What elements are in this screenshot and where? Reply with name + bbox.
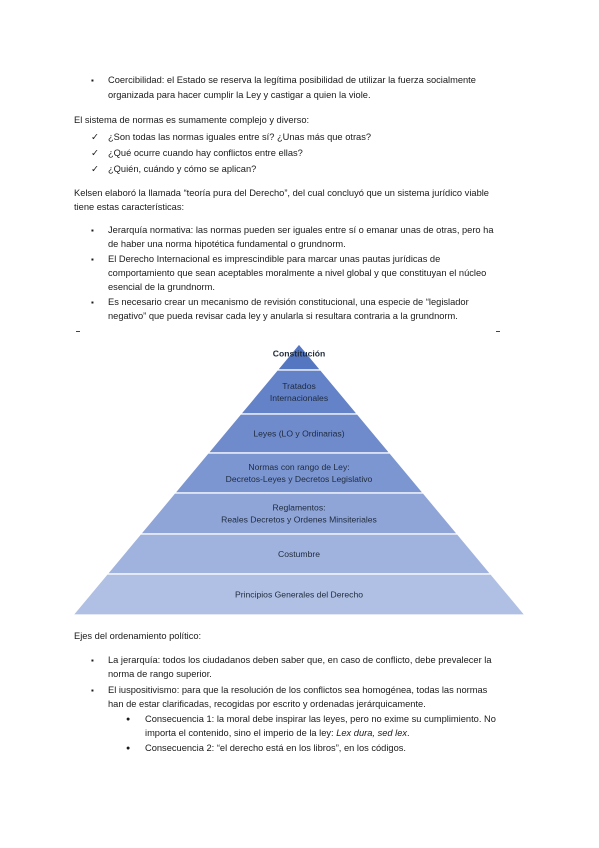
dot-bullet: ● [126, 745, 131, 752]
question-3: ¿Quién, cuándo y cómo se aplican? [108, 164, 257, 174]
derecho-internacional-text: El Derecho Internacional es imprescindib… [108, 254, 441, 264]
derecho-internacional-text-3: esencial de la grundnorm. [108, 282, 215, 292]
ejes-title: Ejes del ordenamiento político: [74, 631, 202, 641]
pyramid-level-5-label: Reglamentos: [272, 503, 325, 513]
check-icon: ✓ [91, 164, 99, 175]
jerarquia-text-cont: de haber una norma hipotética fundamenta… [108, 239, 346, 249]
bullet-marker: ▪ [91, 255, 94, 264]
consecuencia-1-period: . [407, 728, 410, 738]
question-1: ¿Son todas las normas iguales entre sí? … [108, 132, 372, 142]
lex-dura-italic: Lex dura, sed lex [336, 728, 408, 738]
kelsen-intro-cont: tiene estas características: [74, 202, 185, 212]
pyramid-level-3-label: Leyes (LO y Ordinarias) [253, 429, 344, 439]
pyramid-level-2-label: Internacionales [270, 393, 328, 403]
consecuencia-2-text: Consecuencia 2: “el derecho está en los … [145, 743, 406, 753]
pyramid-level-4 [173, 452, 425, 494]
pyramid-level-2-label: Tratados [282, 381, 316, 391]
iuspositivismo-text-cont: han de estar clarificadas, recogidas por… [108, 699, 426, 709]
separator-mark-right [496, 331, 500, 332]
coercibilidad-text: Coercibilidad: el Estado se reserva la l… [108, 75, 476, 85]
revision-text: Es necesario crear un mecanismo de revis… [108, 297, 469, 307]
jerarquia-text: Jerarquía normativa: las normas pueden s… [108, 225, 494, 235]
pyramid-level-7 [71, 573, 527, 616]
pyramid-level-4-label: Decretos-Leyes y Decretos Legislativo [226, 474, 373, 484]
pyramid-level-2 [239, 369, 359, 415]
pyramid-level-1-label: Constitución [273, 349, 326, 359]
question-2: ¿Qué ocurre cuando hay conflictos entre … [108, 148, 303, 158]
bullet-marker: ▪ [91, 686, 94, 695]
derecho-internacional-text-2: comportamiento que sean aceptables moral… [108, 268, 487, 278]
jerarquia-eje-text: La jerarquía: todos los ciudadanos deben… [108, 655, 492, 665]
pyramid-level-6-label: Costumbre [278, 549, 320, 559]
dot-bullet: ● [126, 716, 131, 723]
pyramid-level-5-label: Reales Decretos y Ordenes Minsiteriales [221, 515, 377, 525]
check-icon: ✓ [91, 132, 99, 143]
bullet-marker: ▪ [91, 226, 94, 235]
pyramid-level-5 [139, 492, 459, 535]
pyramid-level-4-label: Normas con rango de Ley: [248, 462, 349, 472]
revision-text-cont: negativo” que pueda revisar cada ley y a… [108, 311, 458, 321]
check-icon: ✓ [91, 148, 99, 159]
consecuencia-1-text: Consecuencia 1: la moral debe inspirar l… [145, 714, 496, 724]
separator-mark-left [76, 331, 80, 332]
consecuencia-1-text-cont: importa el contenido, sino el imperio de… [145, 727, 410, 740]
sistema-intro: El sistema de normas es sumamente comple… [74, 115, 310, 125]
iuspositivismo-text: El iuspositivismo: para que la resolució… [108, 685, 488, 695]
pyramid-level-7-label: Principios Generales del Derecho [235, 590, 363, 600]
bullet-marker: ▪ [91, 656, 94, 665]
kelsen-intro: Kelsen elaboró la llamada “teoría pura d… [74, 188, 489, 198]
consecuencia-1-plain: importa el contenido, sino el imperio de… [145, 728, 334, 738]
coercibilidad-text-cont: organizada para hacer cumplir la Ley y c… [108, 90, 371, 100]
bullet-marker: ▪ [91, 76, 94, 85]
bullet-marker: ▪ [91, 298, 94, 307]
jerarquia-eje-text-cont: norma de rango superior. [108, 669, 212, 679]
